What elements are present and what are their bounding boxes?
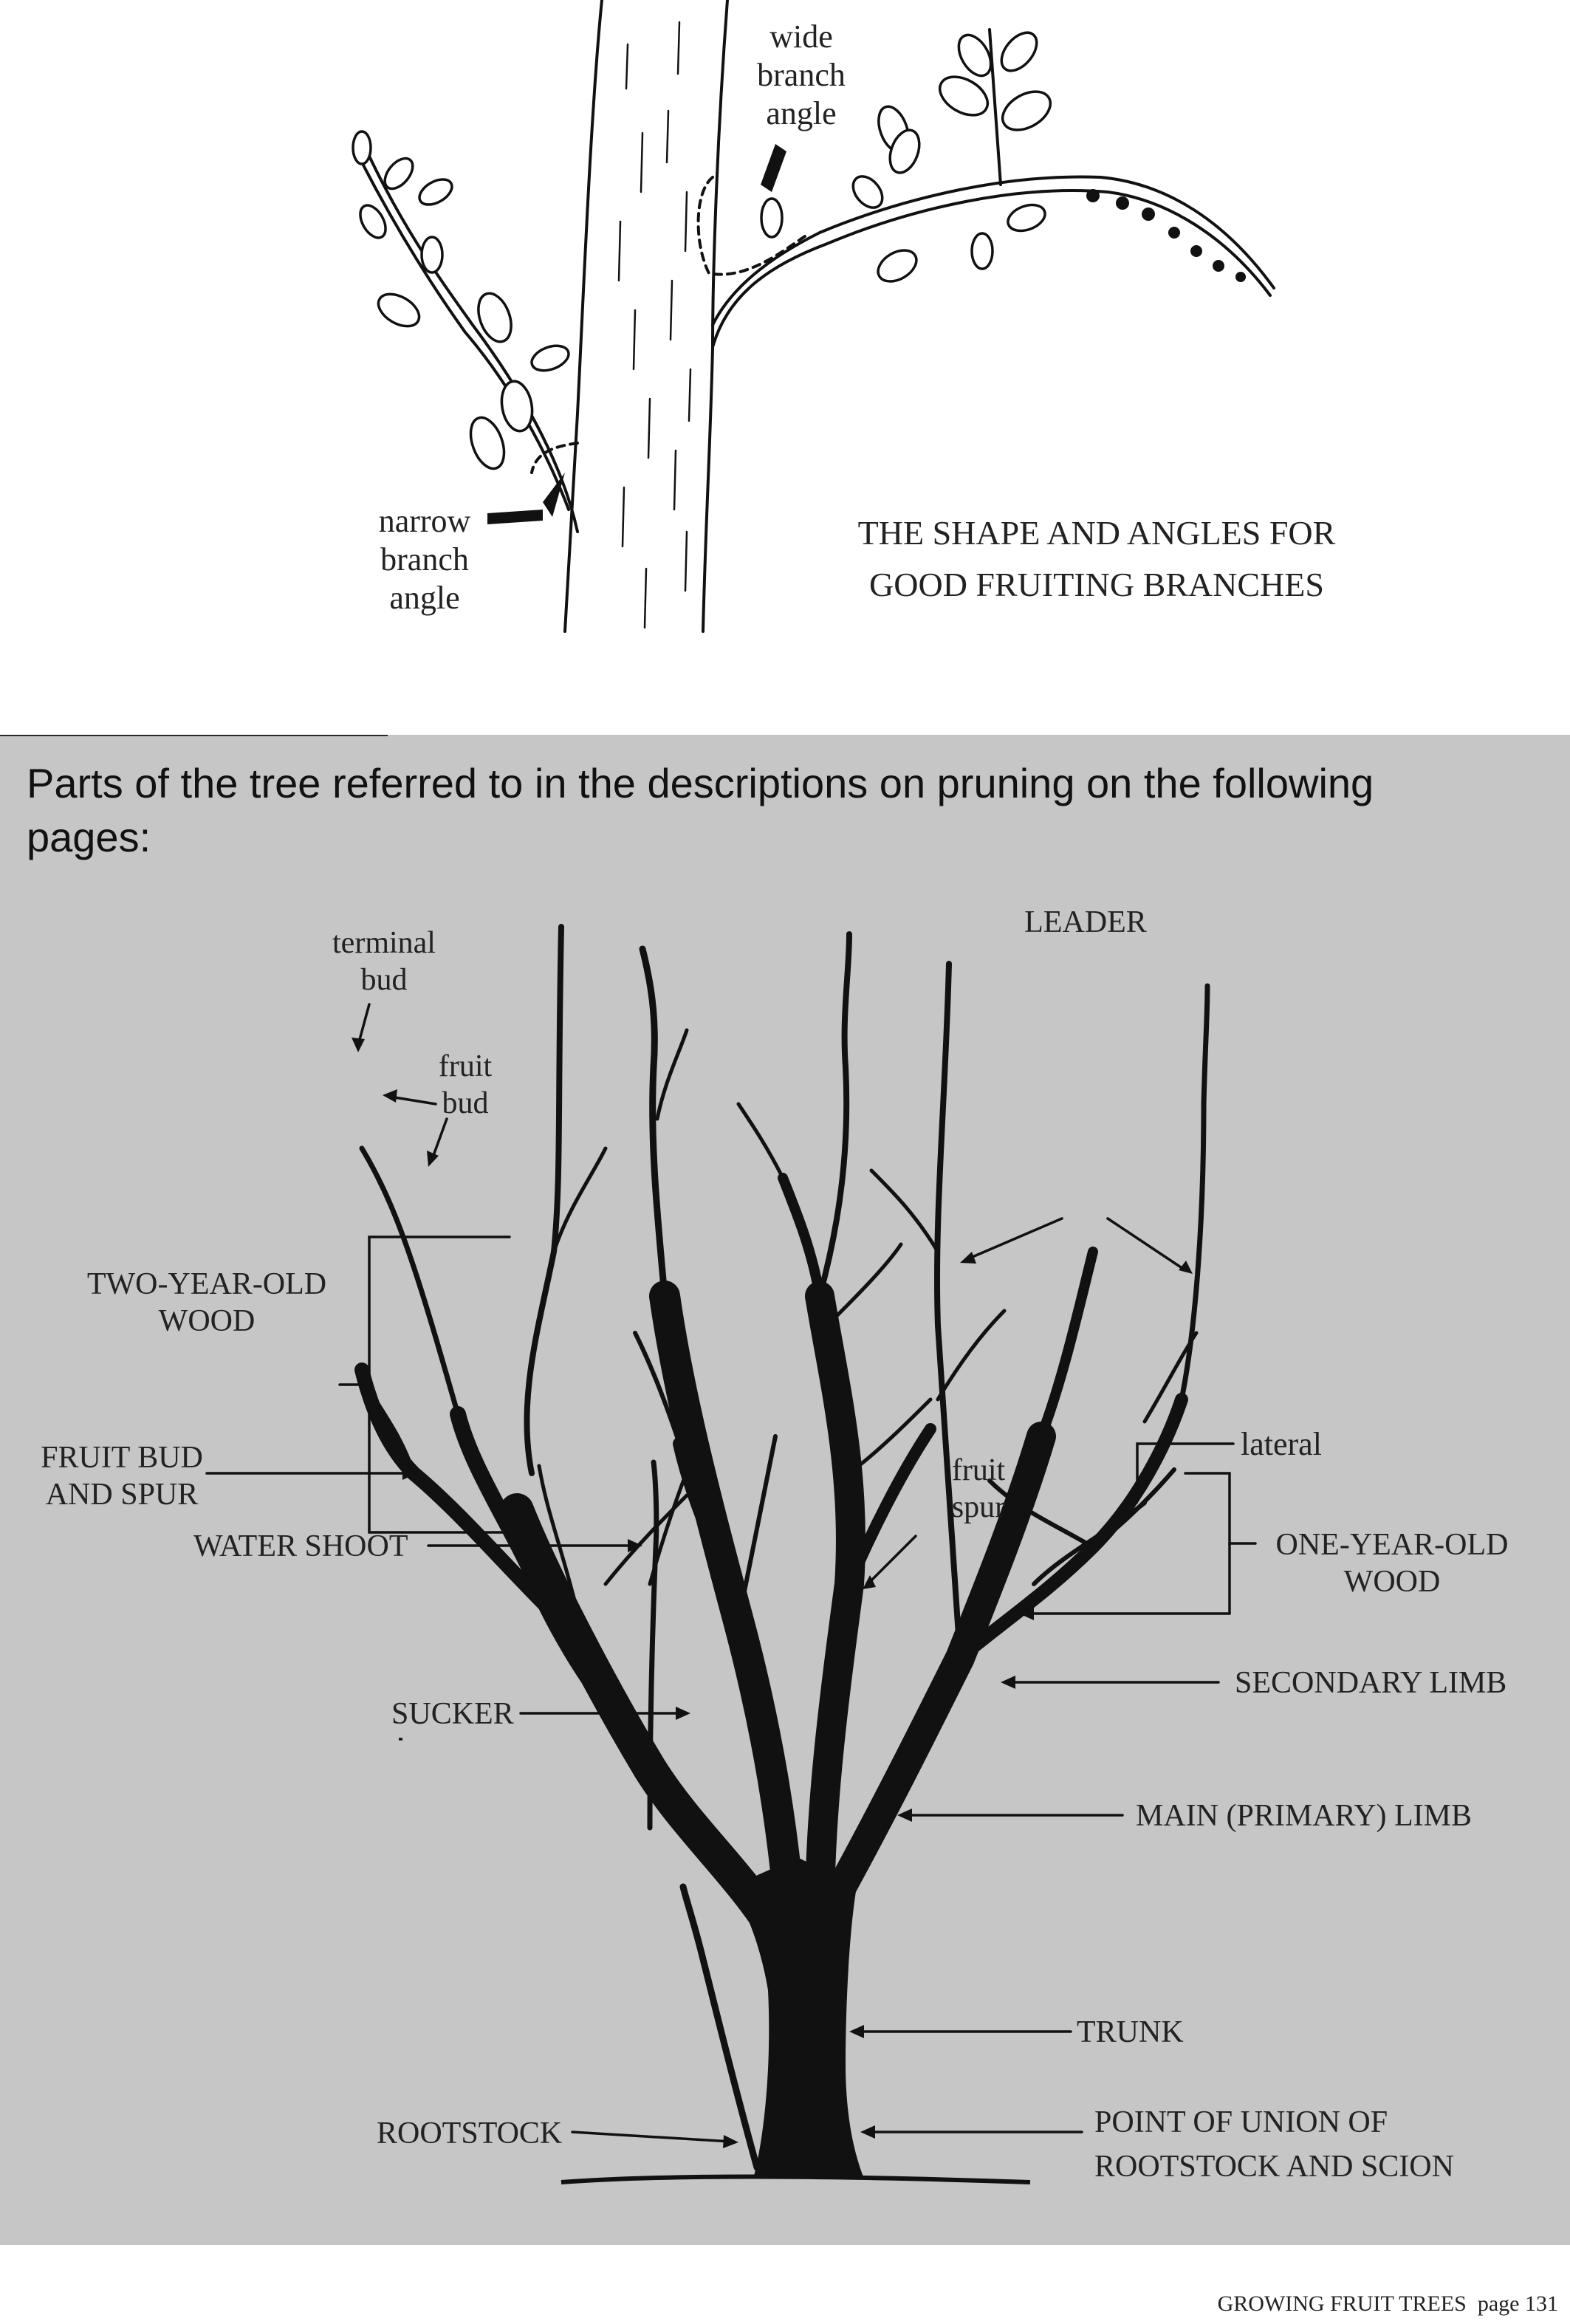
label-trunk: TRUNK [1077, 2015, 1184, 2049]
label-fruit-bud-and-spur: FRUIT BUD AND SPUR [41, 1441, 203, 1512]
branch-angle-illustration [352, 0, 1275, 633]
caption-line-2: GOOD FRUITING BRANCHES [869, 566, 1324, 603]
trunk-outline-right [702, 0, 729, 633]
sucker [679, 1883, 761, 2171]
label-fruit-bud: fruit bud [438, 1049, 493, 1120]
wide-angle-branch [711, 189, 1272, 349]
label-main-primary-limb: MAIN (PRIMARY) LIMB [1136, 1799, 1473, 1833]
trunk-outline-left [563, 0, 603, 633]
label-water-shoot: WATER SHOOT [193, 1529, 408, 1563]
tree-parts-panel: Parts of the tree referred to in the des… [0, 735, 1570, 2245]
label-terminal-bud: terminal bud [332, 926, 436, 997]
narrow-angle-arrow [487, 473, 565, 524]
ground-line [561, 2174, 1031, 2184]
label-two-year-old-wood: TWO-YEAR-OLD WOOD [86, 1267, 327, 1338]
caption-line-1: THE SHAPE AND ANGLES FOR [857, 514, 1336, 552]
narrow-angle-branch [360, 139, 579, 533]
label-rootstock: ROOTSTOCK [377, 2116, 563, 2150]
label-lateral: lateral [1241, 1426, 1322, 1462]
label-point-of-union: POINT OF UNION OF ROOTSTOCK AND SCION [1094, 2105, 1454, 2184]
label-one-year-old-wood: ONE-YEAR-OLD WOOD [1275, 1528, 1509, 1599]
wide-angle-label: wide branch angle [757, 18, 846, 131]
narrow-angle-label: narrow branch angle [378, 503, 471, 616]
main-limb-center-right [805, 1281, 865, 1931]
label-sucker: SUCKER [391, 1697, 514, 1731]
tree-diagram [0, 735, 1257, 2184]
label-fruit-spur: fruit spur [951, 1453, 1006, 1524]
page-footer: GROWING FRUIT TREES page 131 [1217, 2292, 1558, 2316]
label-leader: LEADER [1024, 905, 1147, 939]
label-secondary-limb: SECONDARY LIMB [1235, 1666, 1507, 1700]
wide-angle-arrow [761, 144, 786, 192]
water-shoot [647, 1459, 659, 1831]
panel-heading: Parts of the tree referred to in the des… [27, 760, 1374, 860]
